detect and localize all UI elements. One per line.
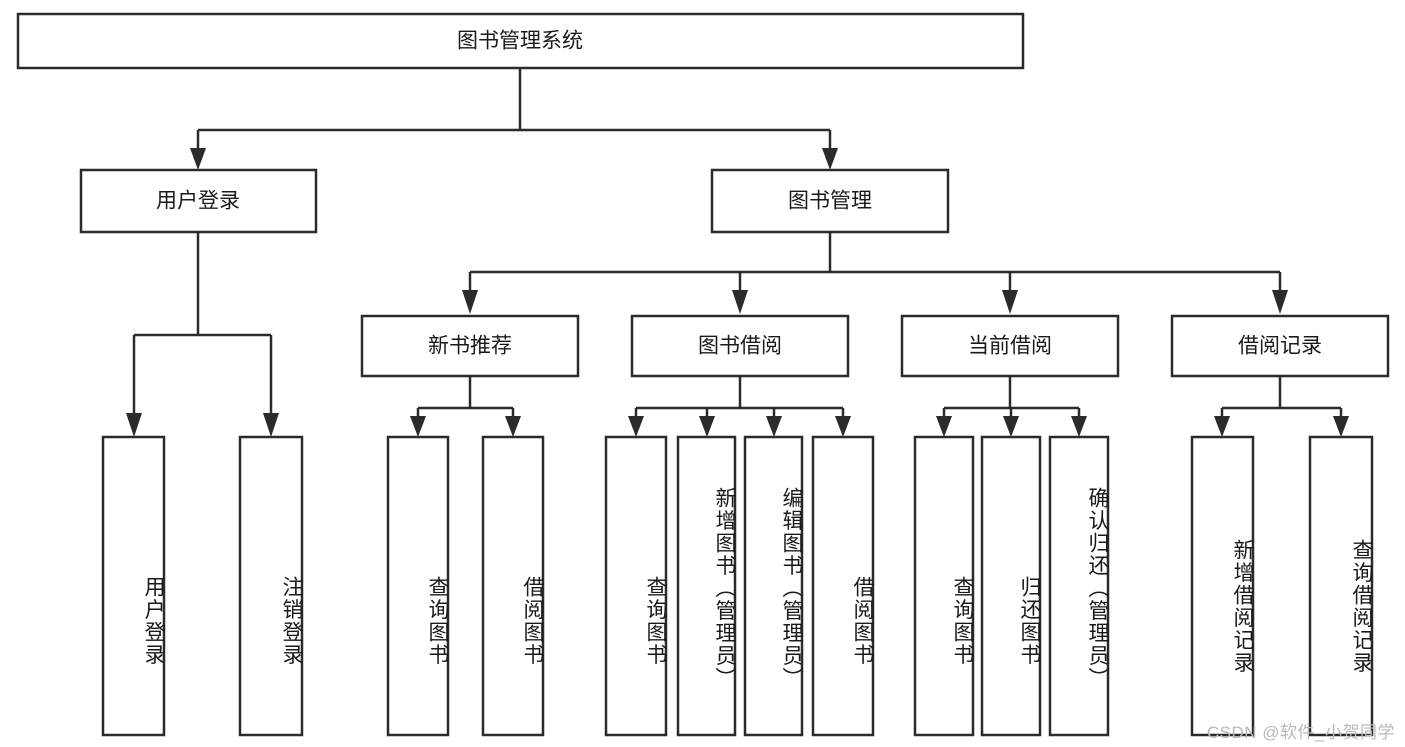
node-new-book-recommend[interactable]: 新书推荐 xyxy=(360,314,580,378)
arrow-to-book-borrow-icon xyxy=(732,290,748,314)
arrow-new-book-leaf1-icon xyxy=(410,416,426,437)
node-user-login-box[interactable] xyxy=(79,168,318,234)
node-leaf-user-logout-box[interactable] xyxy=(238,435,304,737)
node-book-manage-label: 图书管理 xyxy=(788,190,872,213)
node-book-manage-box[interactable] xyxy=(710,168,950,234)
arrow-current-borrow-leaf2-icon xyxy=(1003,416,1019,437)
connector-group-new-book xyxy=(410,376,521,437)
node-leaf-query-book-1-box[interactable] xyxy=(386,435,450,737)
node-current-borrow-box[interactable] xyxy=(900,314,1120,378)
watermark-text: CSDN @软件_小贺同学 xyxy=(1206,723,1395,742)
node-leaf-confirm-return-box[interactable] xyxy=(1048,435,1110,737)
connector-group-book-manage xyxy=(462,232,1288,314)
node-user-login[interactable]: 用户登录 xyxy=(79,168,318,234)
node-borrow-record[interactable]: 借阅记录 xyxy=(1170,314,1390,378)
node-new-book-recommend-label: 新书推荐 xyxy=(428,335,512,358)
node-book-borrow[interactable]: 图书借阅 xyxy=(630,314,850,378)
arrow-borrow-record-leaf1-icon xyxy=(1214,416,1230,437)
node-user-login-label: 用户登录 xyxy=(156,190,240,213)
node-leaf-return-book-box[interactable] xyxy=(980,435,1042,737)
node-current-borrow[interactable]: 当前借阅 xyxy=(900,314,1120,378)
node-leaf-add-book-box[interactable] xyxy=(676,435,737,737)
arrow-current-borrow-leaf3-icon xyxy=(1071,416,1087,437)
node-borrow-record-label: 借阅记录 xyxy=(1238,335,1322,358)
connector-group-book-borrow xyxy=(628,376,851,437)
node-leaf-borrow-book-2-box[interactable] xyxy=(811,435,875,737)
arrow-book-borrow-leaf4-icon xyxy=(835,416,851,437)
connector-group-borrow-record xyxy=(1214,376,1349,437)
arrow-borrow-record-leaf2-icon xyxy=(1333,416,1349,437)
arrow-to-borrow-record-icon xyxy=(1272,290,1288,314)
arrow-to-new-book-icon xyxy=(462,290,478,314)
node-leaf-query-book-2-box[interactable] xyxy=(604,435,668,737)
node-leaf-user-login-box[interactable] xyxy=(101,435,166,737)
node-leaf-query-book-3-box[interactable] xyxy=(913,435,975,737)
node-book-borrow-box[interactable] xyxy=(630,314,850,378)
arrow-user-login-leaf1-icon xyxy=(126,413,142,437)
node-leaf-borrow-book-1-box[interactable] xyxy=(481,435,545,737)
node-leaf-add-record-box[interactable] xyxy=(1190,435,1255,737)
arrow-to-book-manage-icon xyxy=(822,148,838,170)
arrow-to-user-login-icon xyxy=(190,148,206,170)
arrow-new-book-leaf2-icon xyxy=(505,416,521,437)
node-root-box[interactable] xyxy=(16,12,1025,70)
node-root[interactable]: 图书管理系统 xyxy=(16,12,1025,70)
node-leaf-query-record-box[interactable] xyxy=(1308,435,1374,737)
arrow-book-borrow-leaf3-icon xyxy=(766,416,782,437)
arrow-current-borrow-leaf1-icon xyxy=(936,416,952,437)
node-root-label: 图书管理系统 xyxy=(457,30,583,53)
arrow-book-borrow-leaf2-icon xyxy=(699,416,715,437)
node-book-borrow-label: 图书借阅 xyxy=(698,335,782,358)
node-borrow-record-box[interactable] xyxy=(1170,314,1390,378)
connector-group-root xyxy=(190,68,838,170)
arrow-book-borrow-leaf1-icon xyxy=(628,416,644,437)
node-leaf-edit-book-box[interactable] xyxy=(743,435,804,737)
connector-group-user-login xyxy=(126,232,279,437)
node-current-borrow-label: 当前借阅 xyxy=(968,335,1052,358)
connector-group-current-borrow xyxy=(936,376,1087,437)
arrow-to-current-borrow-icon xyxy=(1002,290,1018,314)
node-new-book-recommend-box[interactable] xyxy=(360,314,580,378)
node-book-manage[interactable]: 图书管理 xyxy=(710,168,950,234)
arrow-user-login-leaf2-icon xyxy=(263,413,279,437)
